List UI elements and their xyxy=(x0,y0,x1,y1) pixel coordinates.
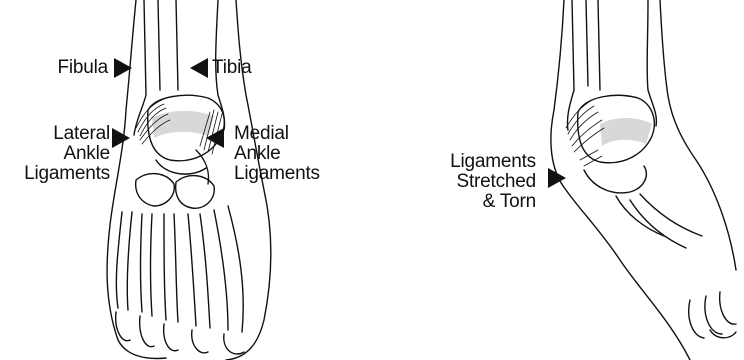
sprained-ankle-illustration xyxy=(540,0,744,360)
fibula-pointer xyxy=(114,58,132,78)
tibia-pointer xyxy=(190,58,208,78)
lateral-ligaments-label: Lateral Ankle Ligaments xyxy=(10,124,110,184)
torn-ligaments-pointer xyxy=(548,168,566,188)
tibia-bone xyxy=(598,0,600,90)
metatarsal-bones xyxy=(116,206,243,332)
fibula-label: Fibula xyxy=(28,58,108,78)
medial-ligaments-pointer xyxy=(206,128,224,148)
torn-ligaments xyxy=(566,100,604,166)
tibia-bone xyxy=(176,0,178,90)
torn-ligaments-label: Ligaments Stretched & Torn xyxy=(428,152,536,212)
toe-bones xyxy=(116,312,244,354)
lateral-ligaments-pointer xyxy=(112,128,130,148)
leg-outline xyxy=(551,0,690,360)
fibula-bone xyxy=(567,0,574,130)
medial-ligaments-label: Medial Ankle Ligaments xyxy=(234,124,320,184)
tibia-label: Tibia xyxy=(212,58,251,78)
toe-bones xyxy=(689,292,736,338)
